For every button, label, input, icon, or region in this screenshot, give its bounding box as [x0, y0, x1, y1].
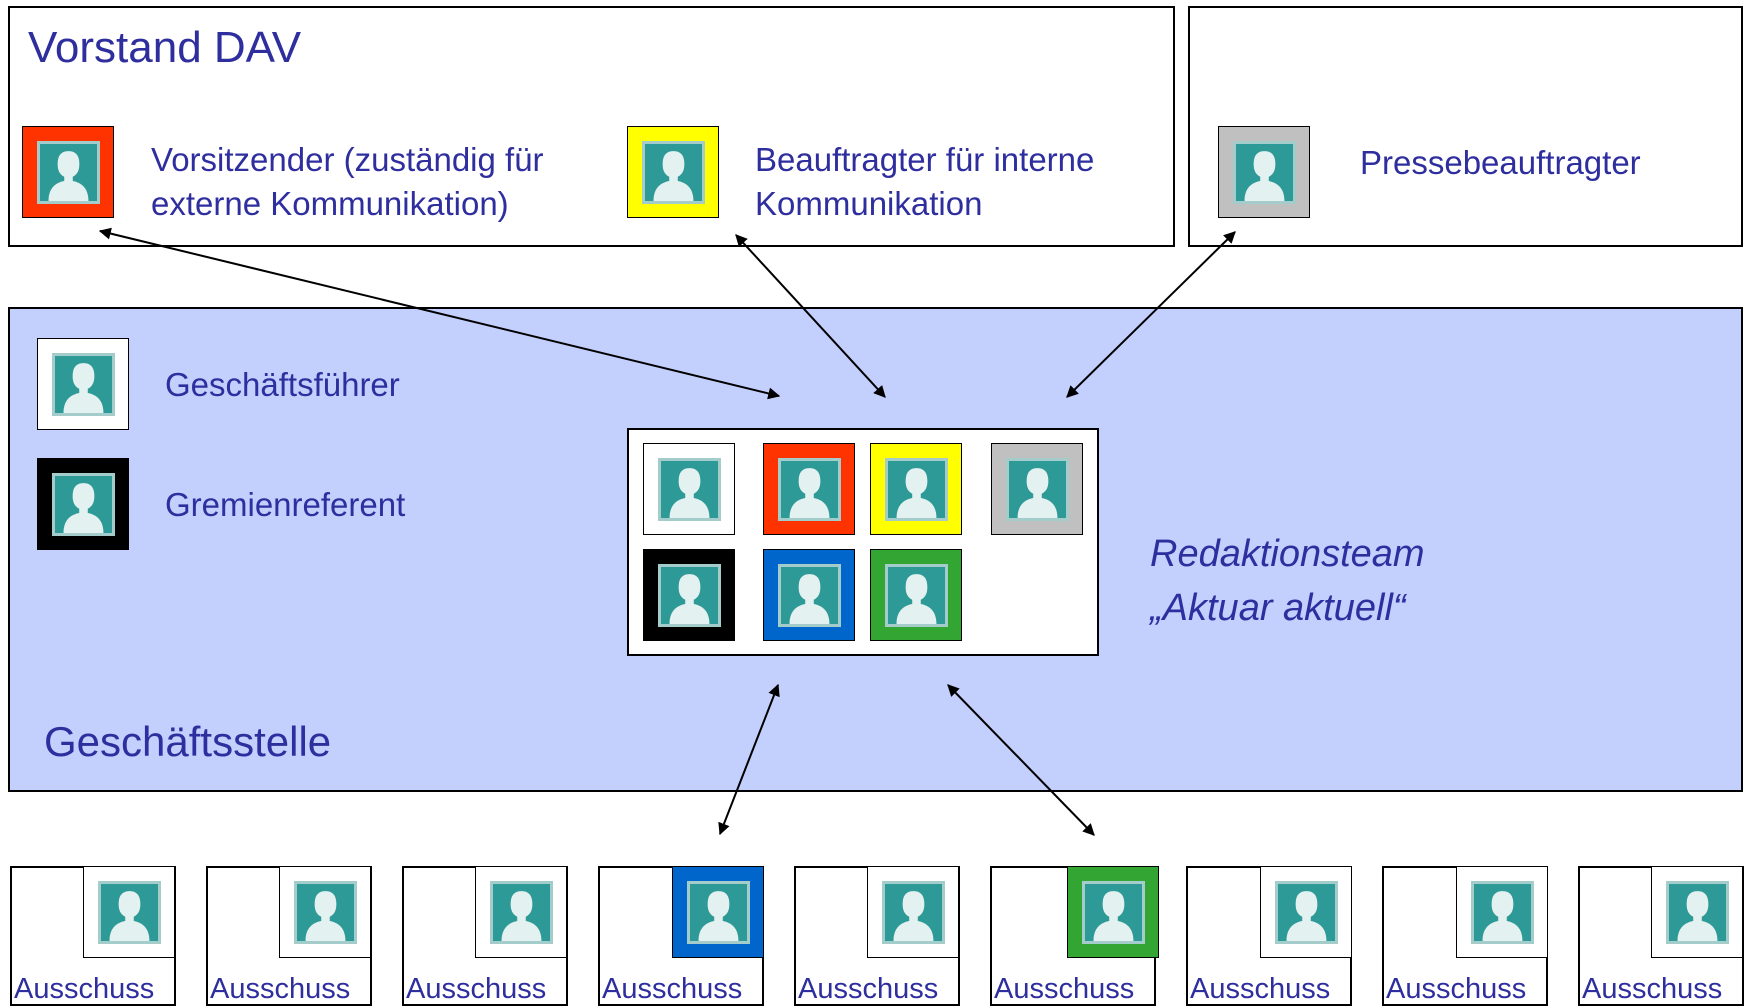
portrait-photo: [777, 457, 841, 521]
ausschuss-portrait-icon: [867, 866, 959, 958]
ausschuss-label: Ausschuss: [1582, 973, 1723, 1005]
ausschuss-portrait-icon: [672, 866, 764, 958]
portrait-photo: [1274, 880, 1338, 944]
portrait-photo: [489, 880, 553, 944]
team-portrait-icon: [763, 549, 855, 641]
portrait-photo: [657, 563, 721, 627]
ausschuss-label: Ausschuss: [406, 973, 547, 1005]
ausschuss-portrait-icon: [83, 866, 175, 958]
portrait-photo: [293, 880, 357, 944]
portrait-photo: [1081, 880, 1145, 944]
portrait-photo: [641, 140, 705, 204]
gremienreferent-label: Gremienreferent: [165, 486, 406, 523]
team-portrait-icon: [643, 443, 735, 535]
vorstand-title: Vorstand DAV: [28, 23, 302, 72]
portrait-photo: [884, 563, 948, 627]
team-portrait-icon: [870, 549, 962, 641]
portrait-photo: [1232, 140, 1296, 204]
team-portrait-icon: [870, 443, 962, 535]
presse-portrait-icon: [1218, 126, 1310, 218]
portrait-photo: [1470, 880, 1534, 944]
team-portrait-icon: [991, 443, 1083, 535]
portrait-photo: [881, 880, 945, 944]
geschaeftsfuehrer-label: Geschäftsführer: [165, 366, 400, 403]
ausschuss-portrait-icon: [1651, 866, 1743, 958]
vorstand-member-label: Vorsitzender (zuständig für externe Komm…: [151, 141, 544, 222]
ausschuss-label: Ausschuss: [994, 973, 1135, 1005]
redaktionsteam-label: Redaktionsteam „Aktuar aktuell“: [1150, 533, 1425, 629]
team-portrait-icon: [763, 443, 855, 535]
portrait-photo: [657, 457, 721, 521]
ausschuss-label: Ausschuss: [798, 973, 939, 1005]
geschaeftsstelle-title: Geschäftsstelle: [44, 718, 332, 765]
ausschuss-portrait-icon: [1067, 866, 1159, 958]
vorsitzender-portrait-icon: [22, 126, 114, 218]
portrait-photo: [51, 472, 115, 536]
ausschuss-label: Ausschuss: [602, 973, 743, 1005]
portrait-photo: [1005, 457, 1069, 521]
ausschuss-portrait-icon: [1456, 866, 1548, 958]
presse-box: Pressebeauftragter: [1188, 6, 1743, 247]
portrait-photo: [686, 880, 750, 944]
presse-label: Pressebeauftragter: [1360, 144, 1641, 181]
team-portrait-icon: [643, 549, 735, 641]
gremienreferent-portrait-icon: [37, 458, 129, 550]
portrait-photo: [36, 140, 100, 204]
vorstand-box: Vorstand DAV Vorsitzender (zuständig für…: [8, 6, 1175, 247]
ausschuss-box: Ausschuss: [598, 866, 764, 1006]
ausschuss-portrait-icon: [279, 866, 371, 958]
portrait-photo: [1665, 880, 1729, 944]
portrait-photo: [884, 457, 948, 521]
portrait-photo: [97, 880, 161, 944]
ausschuss-label: Ausschuss: [210, 973, 351, 1005]
ausschuss-portrait-icon: [475, 866, 567, 958]
portrait-photo: [51, 352, 115, 416]
ausschuss-portrait-icon: [1260, 866, 1352, 958]
beauftragter-portrait-icon: [627, 126, 719, 218]
ausschuss-label: Ausschuss: [1386, 973, 1527, 1005]
ausschuss-label: Ausschuss: [14, 973, 155, 1005]
ausschuss-label: Ausschuss: [1190, 973, 1331, 1005]
geschaeftsfuehrer-portrait-icon: [37, 338, 129, 430]
vorstand-member-label: Beauftragter für interne Kommunikation: [755, 141, 1095, 222]
portrait-photo: [777, 563, 841, 627]
